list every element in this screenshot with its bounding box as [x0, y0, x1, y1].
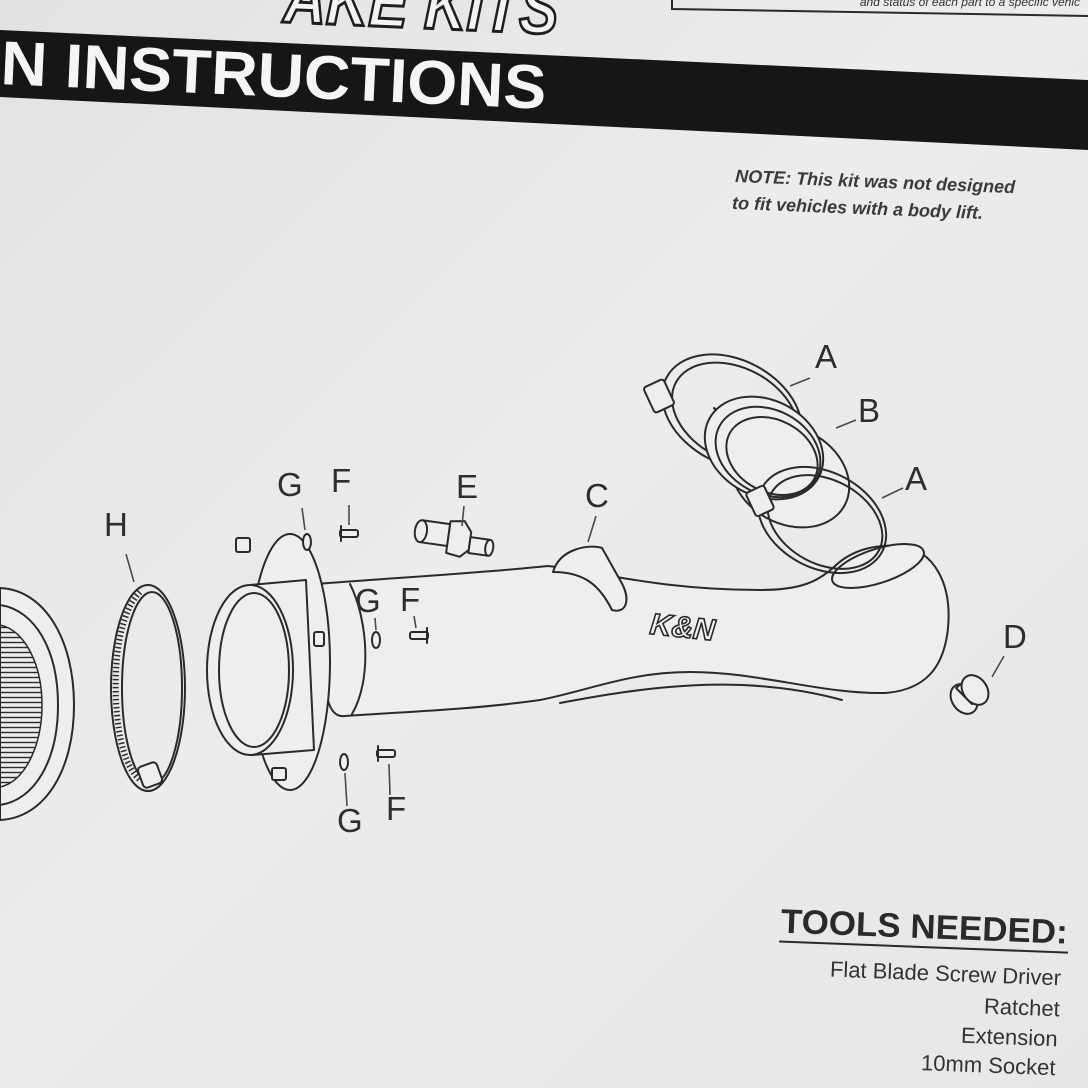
part-label-a-lower: A	[905, 460, 927, 497]
intake-tube-outlet	[831, 543, 925, 589]
fitting-e-end	[413, 519, 429, 544]
leader-lines	[125, 377, 1005, 807]
breather-fitting-e	[413, 519, 495, 558]
fasteners	[302, 525, 429, 771]
part-label-g-top: G	[277, 466, 303, 503]
part-label-d: D	[1003, 618, 1027, 655]
coupler-b-ring-2	[725, 416, 819, 496]
mounting-bracket-c	[552, 545, 628, 612]
intake-tube-bottom-contour	[559, 683, 843, 704]
flange-cylinder-face	[206, 584, 294, 756]
series-title: AKE KITS	[281, 0, 561, 50]
part-label-a-upper: A	[815, 338, 837, 375]
clamp-a-lower	[745, 465, 888, 575]
clamp-h-slots	[112, 589, 143, 783]
washer-g-bottom	[339, 753, 349, 771]
coupler-b-ring-1	[714, 405, 822, 499]
cap-d-front	[960, 674, 990, 706]
washer-g-top	[302, 533, 312, 551]
intake-tube	[315, 543, 950, 718]
part-label-g-bottom: G	[337, 802, 363, 839]
flange-tab-bottom	[271, 767, 287, 781]
leader-g-bottom	[344, 772, 348, 807]
leader-g-top	[301, 507, 306, 531]
screw-f-top	[339, 529, 359, 538]
fitting-e-tip	[484, 538, 495, 557]
flange-cylinder-bore	[218, 592, 290, 748]
exploded-diagram: K&N	[0, 338, 1027, 839]
leader-g-middle	[374, 617, 377, 631]
part-label-e: E	[456, 468, 478, 505]
leader-f-middle	[413, 615, 417, 629]
part-labels: H G F E C G F G F A B A D	[104, 338, 1027, 839]
leader-f-bottom	[388, 763, 391, 796]
part-label-f-top: F	[331, 462, 351, 499]
flange-boss	[313, 631, 325, 647]
intake-tube-inlet-edge	[349, 583, 367, 715]
tool-item: Ratchet	[984, 993, 1061, 1021]
coupler-b-front-end	[703, 395, 825, 501]
filter-ring	[0, 604, 60, 806]
throttle-flange	[206, 533, 331, 791]
reference-box	[671, 0, 1088, 17]
screw-f-bottom	[376, 749, 396, 758]
leader-h	[125, 553, 135, 583]
tool-item: Extension	[961, 1023, 1059, 1052]
reference-box-text: and status of each part to a specific ve…	[860, 0, 1080, 9]
filter-pleats	[0, 624, 43, 788]
part-label-b: B	[858, 392, 880, 429]
title-banner	[0, 30, 1088, 150]
part-label-g-middle: G	[355, 582, 381, 619]
screw-f-middle	[409, 631, 429, 640]
part-label-c: C	[585, 477, 609, 514]
leader-d	[991, 655, 1005, 678]
leader-a-upper	[789, 377, 811, 387]
part-label-f-bottom: F	[386, 790, 406, 827]
part-label-h: H	[104, 506, 128, 543]
air-filter	[0, 587, 75, 821]
clamp-a-upper-screw-housing	[643, 378, 675, 414]
leader-b	[835, 419, 857, 429]
clamp-h-screw-housing	[136, 761, 164, 789]
flange-tab-top	[235, 537, 251, 553]
leader-a-lower	[881, 487, 904, 499]
clamp-h-band-outer	[110, 584, 186, 792]
leader-c	[587, 515, 597, 543]
hose-clamp-h	[110, 584, 186, 792]
kn-logo: K&N	[648, 608, 717, 648]
washer-g-middle	[371, 631, 381, 649]
clamp-a-lower-screw-housing	[745, 484, 775, 518]
vacuum-cap-d	[949, 674, 990, 715]
tools-heading-rule	[779, 940, 1068, 954]
part-label-f-middle: F	[400, 581, 420, 618]
clamp-a-lower-band-inner	[766, 474, 884, 570]
tool-item: 10mm Socket	[921, 1050, 1056, 1080]
leader-e	[461, 505, 465, 527]
